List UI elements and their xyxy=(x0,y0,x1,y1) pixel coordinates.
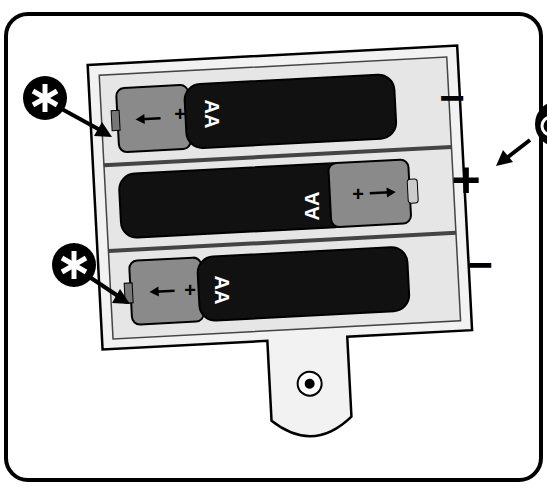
callout xyxy=(52,243,130,304)
terminal-sign: − xyxy=(439,76,465,120)
terminal-sign: − xyxy=(467,243,493,287)
battery xyxy=(118,159,419,239)
tray-well xyxy=(99,57,460,339)
battery xyxy=(123,246,410,325)
callout xyxy=(496,102,547,166)
battery-type: AA xyxy=(202,100,222,129)
callout xyxy=(23,76,112,137)
battery-type: AA xyxy=(302,192,322,221)
battery xyxy=(110,74,397,153)
battery-type: AA xyxy=(212,276,232,305)
tray xyxy=(88,46,478,447)
polarity-mark: + xyxy=(174,104,186,124)
polarity-mark: + xyxy=(184,280,196,300)
terminal-sign: + xyxy=(451,155,480,205)
frame xyxy=(6,14,541,480)
polarity-mark: + xyxy=(352,184,364,204)
